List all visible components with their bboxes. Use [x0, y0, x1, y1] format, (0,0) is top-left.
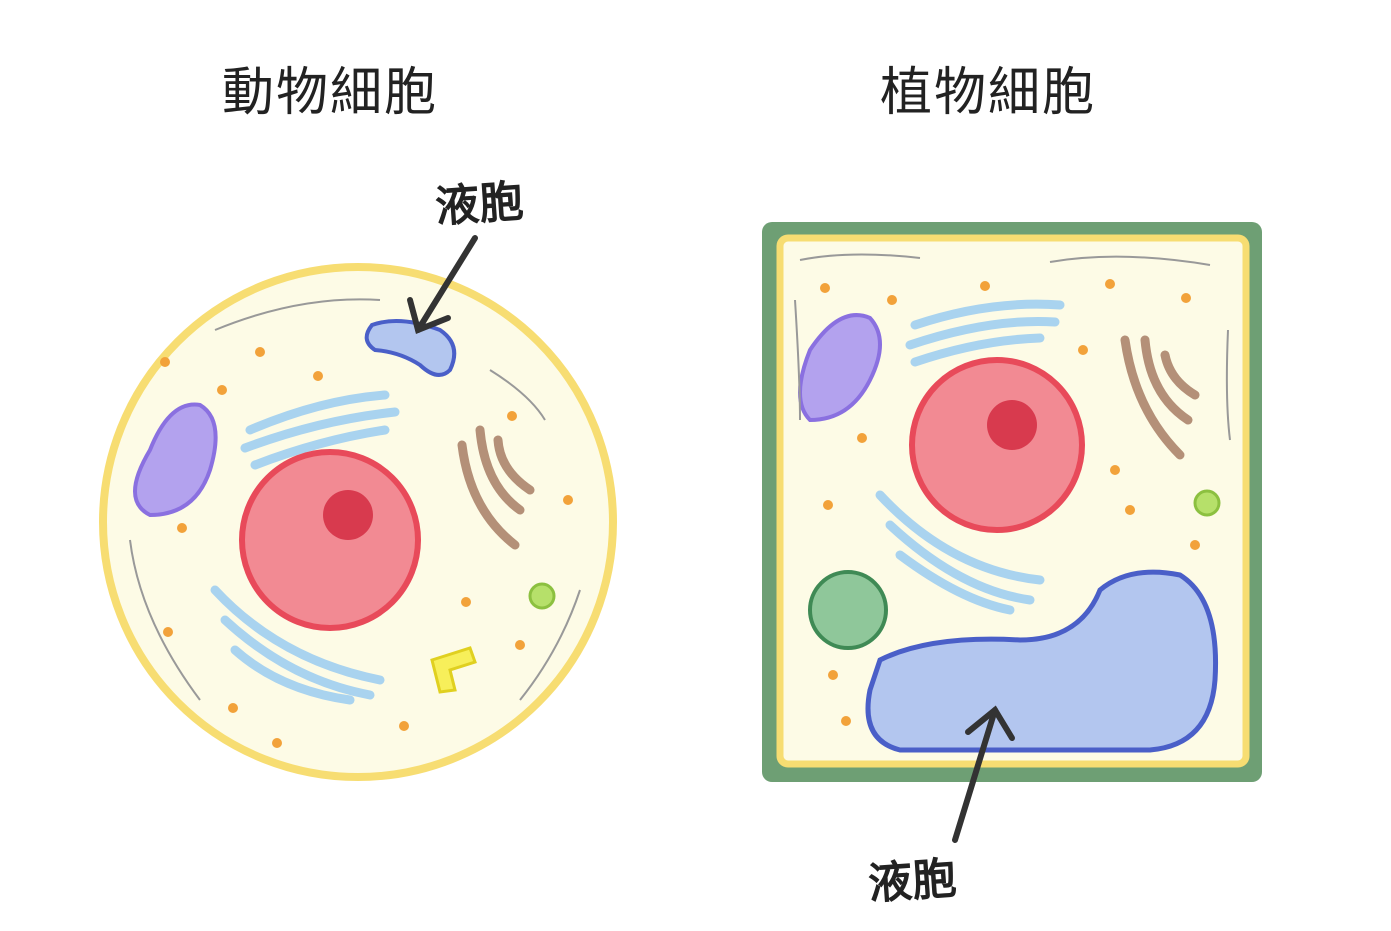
animal-nucleolus	[323, 490, 373, 540]
plant-ribosomes	[820, 279, 1200, 726]
animal-mitochondrion	[133, 402, 218, 518]
plant-nucleolus	[987, 400, 1037, 450]
plant-vacuole	[865, 569, 1219, 753]
animal-golgi	[457, 425, 535, 550]
plant-vacuole-label: 液胞	[866, 852, 958, 910]
plant-chloroplast	[808, 570, 888, 650]
animal-vacuole-label: 液胞	[433, 175, 525, 233]
animal-vacuole-arrow	[407, 235, 478, 335]
animal-cell-title: 動物細胞	[222, 63, 439, 123]
plant-cell	[762, 222, 1262, 782]
animal-ribosomes	[160, 347, 573, 748]
plant-cytoskeleton	[794, 253, 1231, 441]
plant-er-bottom	[875, 490, 1045, 615]
plant-vacuole-arrow	[952, 705, 1015, 843]
animal-lysosome	[528, 582, 556, 610]
animal-cell	[99, 263, 617, 781]
animal-cytoskeleton	[129, 298, 581, 701]
animal-er-bottom	[210, 585, 385, 705]
animal-centriole	[430, 646, 477, 694]
plant-mitochondrion	[798, 313, 882, 423]
animal-nucleus	[239, 449, 421, 631]
plant-golgi	[1120, 335, 1200, 460]
plant-lysosome	[1193, 489, 1221, 517]
plant-cell-title: 植物細胞	[880, 63, 1097, 123]
animal-er-top	[240, 390, 400, 470]
plant-er-top	[905, 299, 1065, 367]
